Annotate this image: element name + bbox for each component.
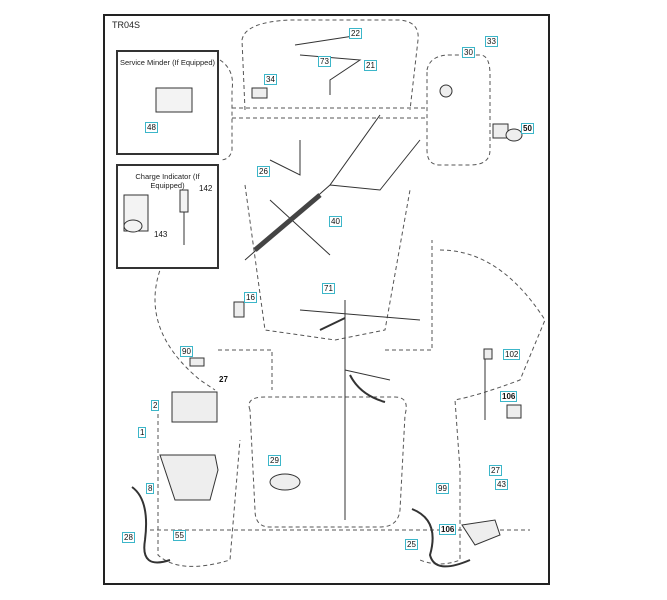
diagram-frame: [103, 14, 550, 585]
part-label: 33: [485, 36, 498, 47]
part-label: 8: [146, 483, 155, 494]
part-90: [189, 357, 205, 367]
battery-area-outline: [157, 400, 241, 567]
harness-lines: [131, 34, 486, 568]
part-label: 90: [180, 346, 193, 357]
part-label: 26: [257, 166, 270, 177]
part-label-143: 143: [154, 230, 168, 239]
part-label-27: 27: [219, 375, 228, 384]
part-label: 27: [489, 465, 502, 476]
hood-outline: [241, 19, 419, 111]
part-106-top: [506, 404, 522, 419]
diagram-code: TR04S: [112, 20, 141, 30]
part-label: 73: [318, 56, 331, 67]
part-102: [483, 348, 493, 360]
service-minder-title: Service Minder (If Equipped): [119, 58, 216, 67]
part-label: 40: [329, 216, 342, 227]
part-label: 99: [436, 483, 449, 494]
console-outline: [244, 184, 411, 341]
part-label: 106: [439, 524, 457, 535]
part-label: 21: [364, 60, 377, 71]
part-label-142: 142: [199, 184, 213, 193]
battery-tray: [159, 454, 219, 501]
left-body-outline: [154, 189, 216, 391]
part-label: 16: [244, 292, 257, 303]
battery: [171, 391, 218, 423]
charge-indicator-inset: Charge Indicator (If Equipped): [116, 164, 219, 269]
part-label: 28: [122, 532, 135, 543]
ignition-switch-30: [439, 84, 453, 98]
switch-34: [251, 87, 268, 99]
left-fender-outline: [219, 59, 233, 161]
part-label: 102: [503, 349, 521, 360]
part-label: 106: [500, 391, 518, 402]
part-label: 48: [145, 122, 158, 133]
part-label: 1: [138, 427, 147, 438]
part-label: 50: [521, 123, 534, 134]
right-pod-outline: [426, 54, 491, 166]
part-label: 43: [495, 479, 508, 490]
part-50-cap: [505, 128, 523, 142]
solenoid-43: [461, 519, 501, 546]
part-label: 71: [322, 283, 335, 294]
right-body-outline: [419, 249, 546, 565]
part-label: 25: [405, 539, 418, 550]
part-label: 34: [264, 74, 277, 85]
seat-area-outline: [248, 396, 407, 528]
part-label: 22: [349, 28, 362, 39]
part-label: 2: [151, 400, 160, 411]
part-16: [233, 301, 245, 318]
part-label: 30: [462, 47, 475, 58]
charge-indicator-title: Charge Indicator (If Equipped): [135, 172, 200, 190]
part-label: 55: [173, 530, 186, 541]
part-29: [269, 473, 301, 491]
part-label: 29: [268, 455, 281, 466]
service-minder-inset: Service Minder (If Equipped): [116, 50, 219, 155]
